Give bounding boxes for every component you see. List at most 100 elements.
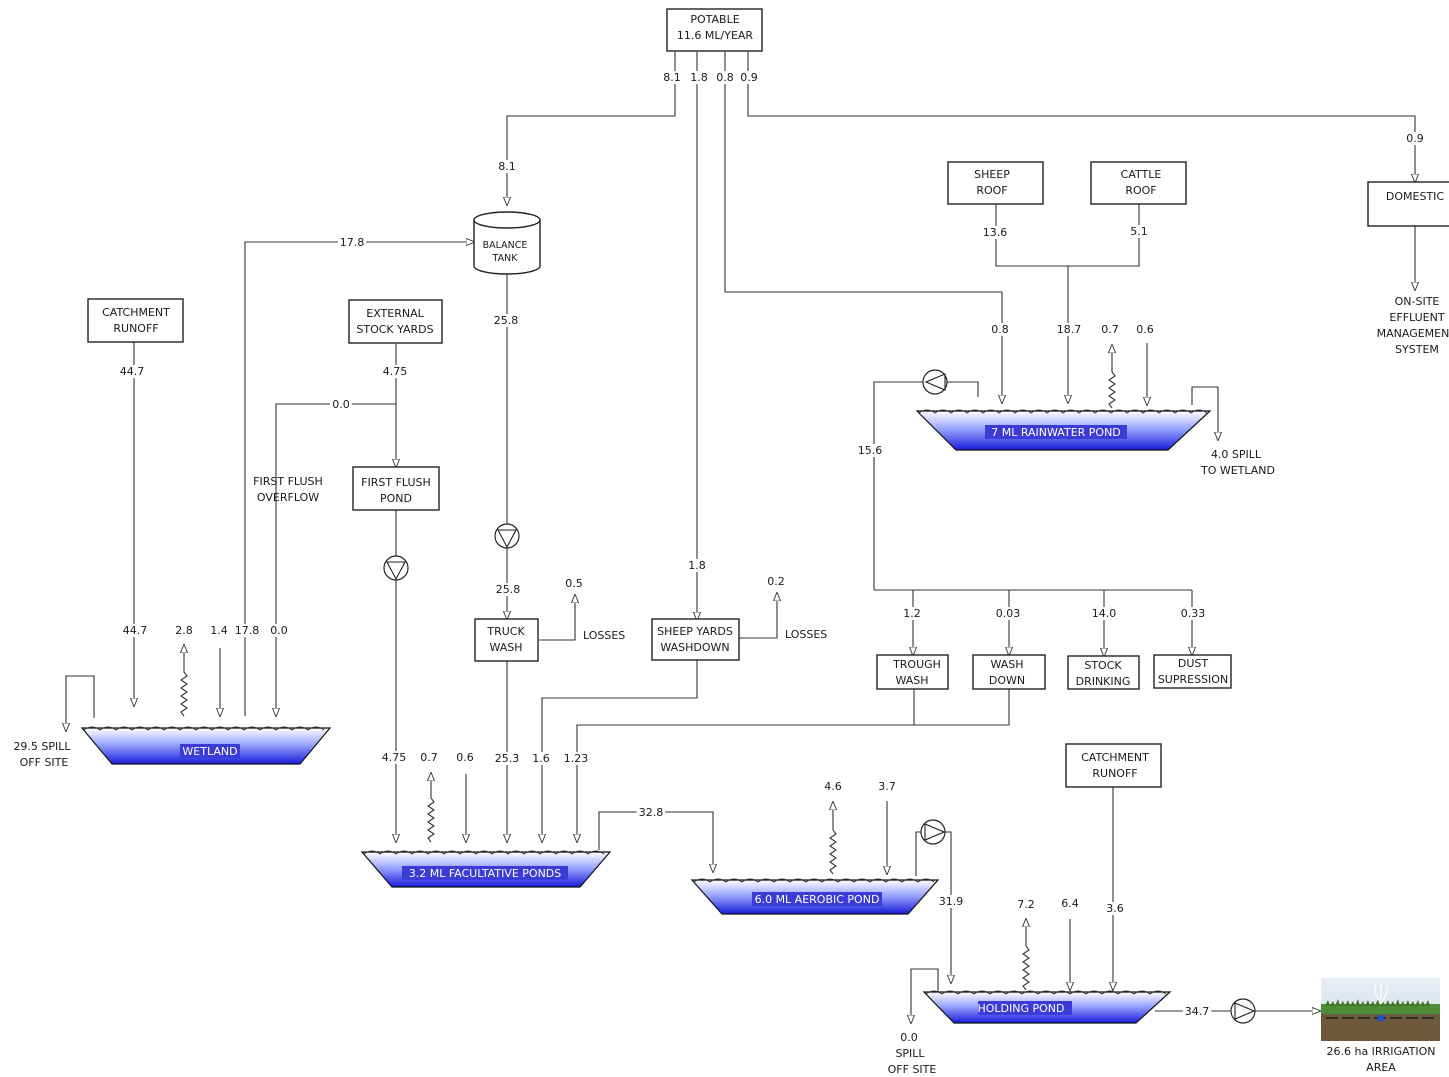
svg-text:DRINKING: DRINKING xyxy=(1076,675,1131,688)
onsite-effluent-label: EFFLUENT xyxy=(1389,311,1444,324)
flow-value: 0.7 xyxy=(420,751,438,764)
pump-icon xyxy=(384,556,408,580)
holding-spill-label: 0.0 xyxy=(900,1031,918,1044)
svg-text:STOCK: STOCK xyxy=(1084,659,1122,672)
flow-value: 25.8 xyxy=(494,314,519,327)
pump-icon xyxy=(495,524,519,548)
holding-pond: HOLDING POND xyxy=(924,991,1170,1023)
svg-text:DOMESTIC: DOMESTIC xyxy=(1386,190,1445,203)
facultative-label: 3.2 ML FACULTATIVE PONDS xyxy=(409,867,562,880)
potable-box: POTABLE 11.6 ML/YEAR xyxy=(667,9,762,51)
sheep-roof-box: SHEEP ROOF xyxy=(948,162,1043,204)
svg-text:TANK: TANK xyxy=(492,253,519,264)
flow-value: 25.3 xyxy=(495,752,520,765)
svg-text:WASH: WASH xyxy=(990,658,1023,671)
cattle-roof-box: CATTLE ROOF xyxy=(1091,162,1186,204)
flow-value: 0.9 xyxy=(740,71,758,84)
svg-text:RUNOFF: RUNOFF xyxy=(1092,767,1137,780)
truck-wash-box: TRUCK WASH xyxy=(475,619,538,661)
svg-text:ROOF: ROOF xyxy=(1125,184,1156,197)
pump-icon xyxy=(921,820,945,844)
flow-value: 1.2 xyxy=(903,607,921,620)
flow-value: 0.6 xyxy=(1136,323,1154,336)
rainwater-label: 7 ML RAINWATER POND xyxy=(991,426,1121,439)
svg-text:STOCK YARDS: STOCK YARDS xyxy=(356,323,433,336)
first-flush-overflow-label: FIRST FLUSH xyxy=(253,475,323,488)
flow-value: 25.8 xyxy=(496,583,521,596)
flow-value: 0.8 xyxy=(716,71,734,84)
flow-value: 2.8 xyxy=(175,624,193,637)
svg-text:TRUCK: TRUCK xyxy=(486,625,525,638)
flow-value: 0.7 xyxy=(1101,323,1119,336)
svg-text:POND: POND xyxy=(380,492,412,505)
flow-value: 0.0 xyxy=(332,398,350,411)
flow-value: 32.8 xyxy=(639,806,664,819)
first-flush-pond-box: FIRST FLUSH POND xyxy=(353,467,439,510)
flow-value: 18.7 xyxy=(1057,323,1082,336)
flow-value: 7.2 xyxy=(1017,898,1035,911)
holding-spill-label: OFF SITE xyxy=(888,1063,937,1076)
flow-value: 1.23 xyxy=(564,752,589,765)
irrigation-label: AREA xyxy=(1366,1061,1396,1074)
svg-text:WASH: WASH xyxy=(895,674,928,687)
stock-drinking-box: STOCK DRINKING xyxy=(1068,656,1139,689)
svg-text:BALANCE: BALANCE xyxy=(483,240,528,251)
flow-value: 17.8 xyxy=(340,236,365,249)
svg-text:CATCHMENT: CATCHMENT xyxy=(102,306,170,319)
svg-text:ROOF: ROOF xyxy=(976,184,1007,197)
flow-value: 6.4 xyxy=(1061,897,1079,910)
first-flush-overflow-label: OVERFLOW xyxy=(257,491,319,504)
svg-text:EXTERNAL: EXTERNAL xyxy=(366,307,424,320)
flow-value: 0.33 xyxy=(1181,607,1206,620)
aerobic-label: 6.0 ML AEROBIC POND xyxy=(755,893,880,906)
flow-value: 8.1 xyxy=(498,160,516,173)
rainwater-spill-label: 4.0 SPILL xyxy=(1211,448,1262,461)
flow-value: 0.03 xyxy=(996,607,1021,620)
irrigation-area-image xyxy=(1321,978,1440,1041)
external-stock-yards-box: EXTERNAL STOCK YARDS xyxy=(349,300,442,343)
svg-text:SUPRESSION: SUPRESSION xyxy=(1158,673,1228,686)
flow-value: 0.6 xyxy=(456,751,474,764)
domestic-box: DOMESTIC xyxy=(1368,182,1449,226)
flow-value: 0.5 xyxy=(565,577,583,590)
rainwater-spill-label: TO WETLAND xyxy=(1200,464,1275,477)
svg-text:CATTLE: CATTLE xyxy=(1121,168,1162,181)
svg-text:11.6 ML/YEAR: 11.6 ML/YEAR xyxy=(677,29,754,42)
wash-down-box: WASH DOWN xyxy=(973,655,1045,689)
flow-value: 1.8 xyxy=(690,71,708,84)
sheep-yards-washdown-box: SHEEP YARDS WASHDOWN xyxy=(652,619,739,660)
wetland-spill-label: OFF SITE xyxy=(20,756,69,769)
onsite-effluent-label: SYSTEM xyxy=(1395,343,1439,356)
losses-label: LOSSES xyxy=(583,629,625,642)
facultative-pond: 3.2 ML FACULTATIVE PONDS xyxy=(362,851,610,887)
catchment-runoff-box: CATCHMENT RUNOFF xyxy=(1066,744,1161,787)
svg-text:POTABLE: POTABLE xyxy=(690,13,739,26)
aerobic-pond: 6.0 ML AEROBIC POND xyxy=(692,879,938,914)
onsite-effluent-label: MANAGEMEN xyxy=(1377,327,1449,340)
flow-value: 3.6 xyxy=(1106,902,1124,915)
flow-value: 3.7 xyxy=(878,780,896,793)
rainwater-pond: 7 ML RAINWATER POND xyxy=(917,410,1210,450)
irrigation-label: 26.6 ha IRRIGATION xyxy=(1326,1045,1435,1058)
flow-value: 0.9 xyxy=(1406,132,1424,145)
svg-text:TROUGH: TROUGH xyxy=(892,658,941,671)
svg-text:WASH: WASH xyxy=(489,641,522,654)
svg-text:WASHDOWN: WASHDOWN xyxy=(660,641,729,654)
wetland-pond: WETLAND xyxy=(82,727,330,764)
svg-text:CATCHMENT: CATCHMENT xyxy=(1081,751,1149,764)
flow-value: 1.8 xyxy=(688,559,706,572)
pump-icon xyxy=(923,370,947,394)
trough-wash-box: TROUGH WASH xyxy=(877,655,948,689)
flow-value: 4.6 xyxy=(824,780,842,793)
flow-value: 44.7 xyxy=(123,624,148,637)
svg-text:SHEEP YARDS: SHEEP YARDS xyxy=(657,625,733,638)
flow-value: 4.75 xyxy=(383,365,408,378)
flow-value: 34.7 xyxy=(1185,1005,1210,1018)
flow-value: 15.6 xyxy=(858,444,883,457)
flow-value: 13.6 xyxy=(983,226,1008,239)
svg-text:DUST: DUST xyxy=(1178,657,1209,670)
onsite-effluent-label: ON-SITE xyxy=(1395,295,1440,308)
flow-value: 8.1 xyxy=(663,71,681,84)
flow-value: 4.75 xyxy=(382,751,407,764)
